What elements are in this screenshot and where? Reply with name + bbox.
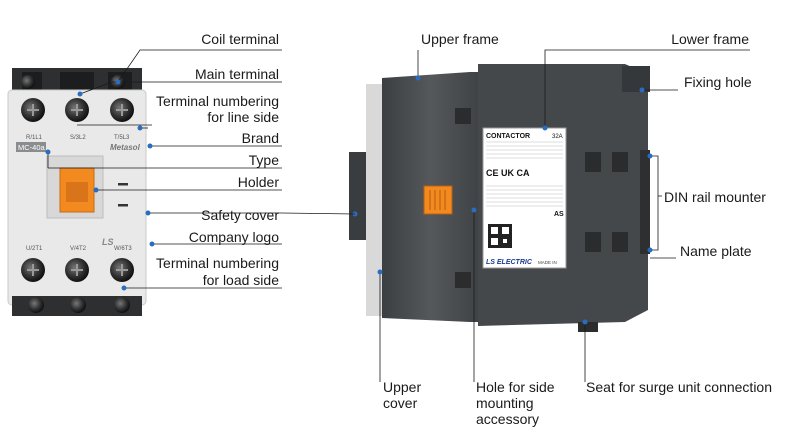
din-rail-slot [640, 150, 650, 254]
label-main-terminal: Main terminal [194, 66, 279, 82]
line-terminal-label: T/5L3 [114, 135, 130, 141]
label-lower-frame: Lower frame [671, 31, 749, 47]
label-terminal-numbering-line-2: for line side [207, 109, 279, 125]
plate-model: AS [554, 211, 564, 218]
coil-screw-icon [21, 75, 35, 89]
side-contactor: CONTACTOR 32A CE UK CA AS [349, 64, 650, 332]
line-terminal-label: R/1L1 [26, 135, 43, 141]
label-upper-cover-2: cover [383, 395, 418, 411]
load-terminal-label: U/2T1 [26, 246, 43, 252]
label-company-logo: Company logo [188, 229, 279, 245]
left-leader-dots [45, 79, 155, 291]
type-text: MC-40a [18, 143, 46, 152]
label-seat-surge: Seat for surge unit connection [586, 379, 773, 395]
label-terminal-numbering-load-2: for load side [202, 272, 279, 288]
load-terminal-label: W/6T3 [114, 246, 132, 252]
side-mounting-hole [423, 185, 453, 215]
type-badge [16, 142, 46, 152]
label-terminal-numbering-load-1: Terminal numbering [156, 255, 279, 271]
label-upper-frame: Upper frame [421, 31, 499, 47]
plate-title: CONTACTOR [486, 133, 530, 140]
load-terminal-label: V/4T2 [70, 246, 87, 252]
plate-rating: 32A [552, 134, 563, 140]
label-hole-side-1: Hole for side [476, 379, 555, 395]
label-upper-cover-1: Upper [383, 379, 422, 395]
upper-cover [366, 84, 384, 316]
right-leader-lines [379, 49, 750, 382]
label-brand: Brand [241, 130, 279, 146]
front-contactor: R/1L1 S/3L2 T/5L3 MC-40a Metasol LS U/2T… [7, 68, 147, 316]
label-terminal-numbering-line-1: Terminal numbering [156, 93, 279, 109]
label-fixing-hole: Fixing hole [684, 74, 752, 90]
name-plate: CONTACTOR 32A CE UK CA AS [482, 127, 567, 269]
line-terminal-label: S/3L2 [70, 135, 86, 141]
right-leader-dots [352, 75, 653, 325]
label-din-rail-mounter: DIN rail mounter [664, 189, 766, 205]
fixing-hole [622, 66, 650, 92]
label-safety-cover: Safety cover [201, 207, 279, 223]
label-name-plate: Name plate [680, 243, 752, 259]
label-hole-side-3: accessory [476, 411, 540, 427]
label-coil-terminal: Coil terminal [201, 31, 279, 47]
plate-origin: MADE IN [538, 260, 557, 265]
label-hole-side-2: mounting [476, 395, 534, 411]
brand-text: Metasol [110, 143, 141, 152]
label-type: Type [248, 152, 279, 168]
plate-brand: LS ELECTRIC [486, 259, 533, 266]
label-holder: Holder [237, 174, 279, 190]
left-leader-lines [47, 49, 282, 289]
logo-text: LS [102, 237, 114, 247]
plate-cert: CE UK CA [486, 168, 530, 178]
